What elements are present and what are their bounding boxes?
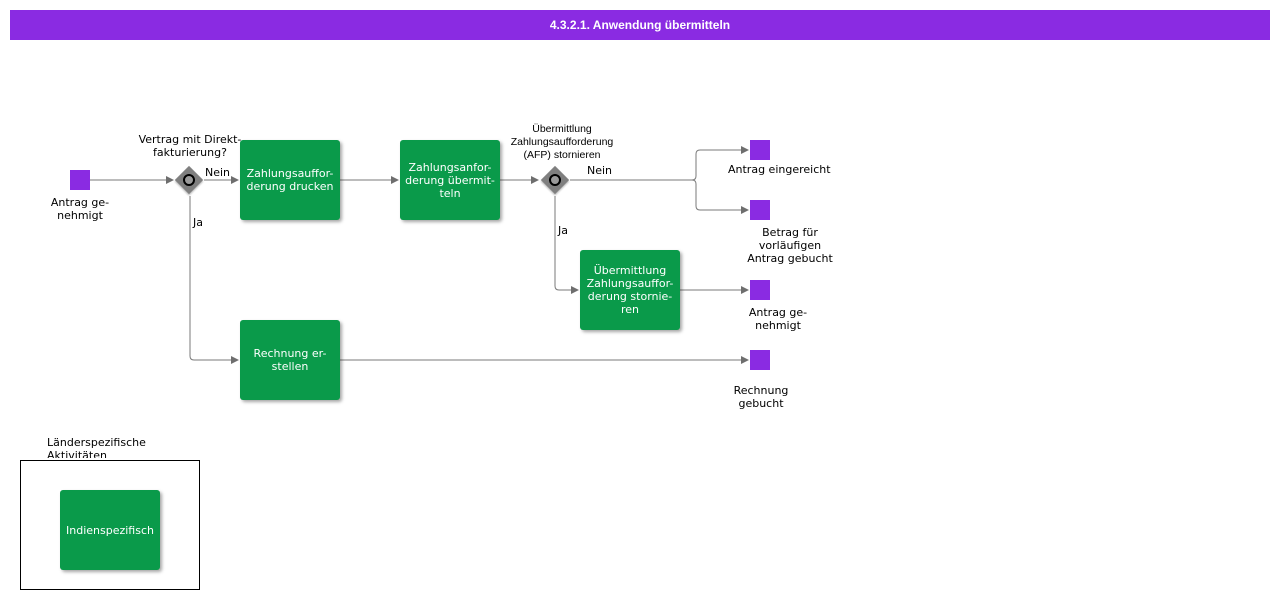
end-event-genehmigt-label: Antrag ge- nehmigt (748, 306, 808, 332)
task-zahlungsanforderung-uebermitteln[interactable]: Zahlungsanfor- derung übermit- teln (400, 140, 500, 220)
end-event-betrag-label: Betrag für vorläufigen Antrag gebucht (747, 226, 833, 265)
task-indienspezifisch[interactable]: Indienspezifisch (60, 490, 160, 570)
gateway-2-circle-icon (549, 174, 561, 186)
start-event-label: Antrag ge- nehmigt (50, 196, 110, 222)
gateway2-nein-label: Nein (587, 164, 613, 177)
task-zahlungsaufforderung-drucken[interactable]: Zahlungsauffor- derung drucken (240, 140, 340, 220)
end-event-rechnung-label: Rechnung gebucht (733, 384, 789, 410)
end-event-rechnung[interactable] (750, 350, 770, 370)
task-uebermittlung-stornieren[interactable]: Übermittlung Zahlungsauffor- derung stor… (580, 250, 680, 330)
flow-gateway1-ja (189, 196, 239, 364)
end-event-genehmigt[interactable] (750, 280, 770, 300)
diagram-title: 4.3.2.1. Anwendung übermitteln (10, 10, 1270, 40)
end-event-betrag[interactable] (750, 200, 770, 220)
gateway1-label: Vertrag mit Direkt- fakturierung? (138, 133, 242, 159)
flow-gateway2-ja (554, 196, 579, 294)
flow-to-eingereicht (691, 146, 749, 181)
gateway2-label: Übermittlung Zahlungsaufforderung (AFP) … (510, 123, 614, 161)
lane-label: Länderspezifische Aktivitäten (47, 436, 146, 458)
start-event[interactable] (70, 170, 90, 190)
end-event-eingereicht-label: Antrag eingereicht (728, 163, 831, 176)
flow-to-betrag (691, 179, 749, 214)
gateway1-ja-label: Ja (193, 216, 203, 229)
end-event-eingereicht[interactable] (750, 140, 770, 160)
gateway1-nein-label: Nein (205, 166, 231, 179)
task-rechnung-erstellen[interactable]: Rechnung er- stellen (240, 320, 340, 400)
gateway2-ja-label: Ja (558, 224, 568, 237)
gateway-1-circle-icon (183, 174, 195, 186)
